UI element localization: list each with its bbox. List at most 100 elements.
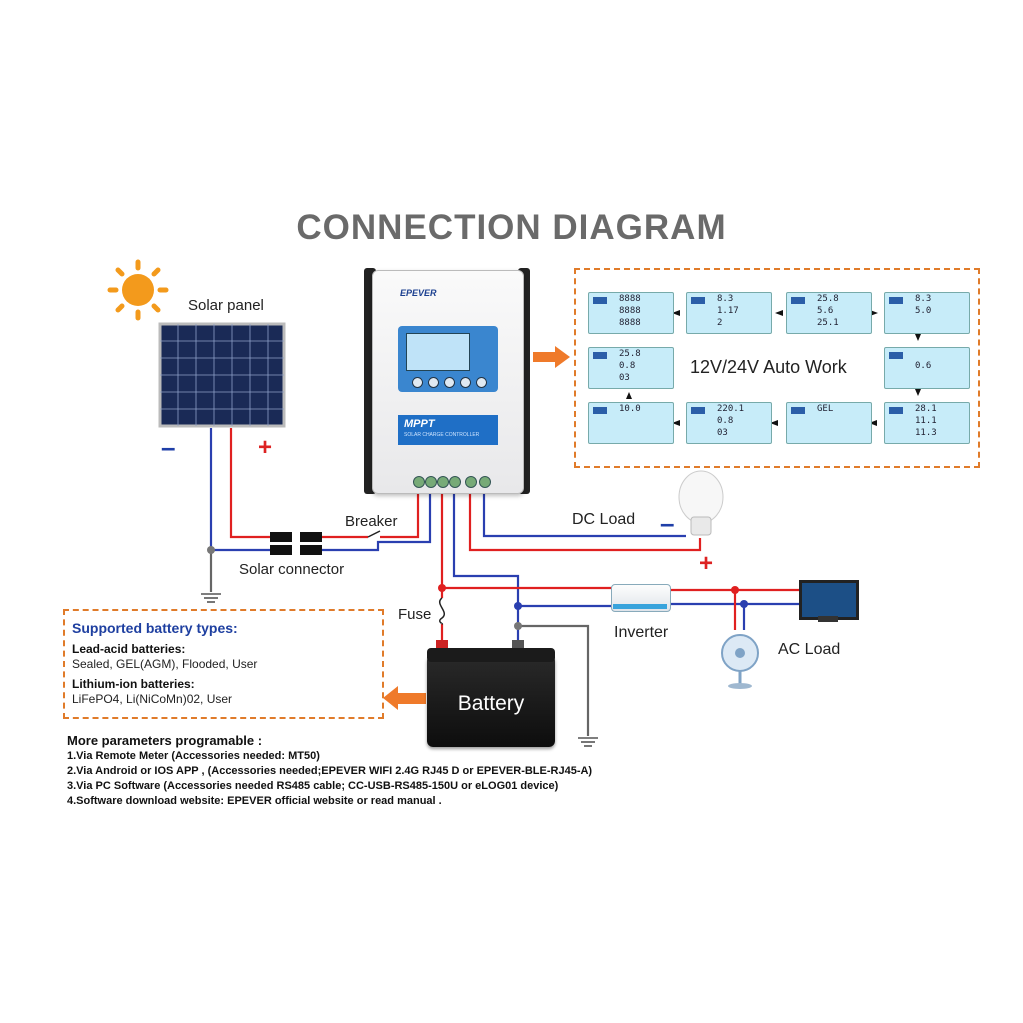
params-item: 2.Via Android or IOS APP , (Accessories … (67, 765, 593, 777)
lcd-status-icon (791, 407, 805, 414)
lcd-readout: 2 (717, 318, 723, 328)
lcd-status-icon (691, 297, 705, 304)
lcd-status-icon (791, 297, 805, 304)
auto-work-label: 12V/24V Auto Work (690, 357, 847, 377)
solar-connector-label: Solar connector (239, 561, 345, 578)
lcd-readout: 8888 (619, 318, 641, 328)
lcd-readout: 25.8 (817, 294, 839, 304)
controller-button (428, 377, 439, 388)
sun-icon (107, 259, 169, 321)
lcd-screen: 28.1 11.1 11.3 (884, 402, 970, 444)
ground-icon (201, 593, 221, 603)
controller-button (460, 377, 471, 388)
lcd-readout: 03 (717, 428, 728, 438)
lcd-readout: 8888 (619, 306, 641, 316)
lcd-readout: 28.1 (915, 404, 937, 414)
battery-types-box (63, 609, 384, 719)
lcd-readout: 25.8 (619, 349, 641, 359)
lcd-screen: 0.6 (884, 347, 970, 389)
lcd-readout: 0.8 (619, 361, 636, 371)
arrow-left-icon (383, 686, 426, 710)
battery-body (427, 655, 555, 747)
solar-connector-icon (270, 532, 322, 555)
solar-minus-sign: – (161, 432, 176, 462)
lcd-readout: 25.1 (817, 318, 839, 328)
lcd-readout: 220.1 (717, 404, 745, 414)
lcd-status-icon (593, 352, 607, 359)
dc-load-minus-sign: – (660, 508, 675, 538)
fan-icon (721, 634, 759, 689)
lcd-screen: 220.1 0.8 03 (686, 402, 772, 444)
ground-icon (578, 737, 598, 747)
controller-button (412, 377, 423, 388)
lithium-list: LiFePO4, Li(NiCoMn)02, User (72, 692, 233, 706)
dc-load-label: DC Load (572, 511, 636, 528)
battery-positive-terminal-icon (436, 640, 448, 650)
dc-load-plus-sign: + (699, 550, 714, 577)
ac-load-label: AC Load (778, 641, 841, 658)
lcd-status-icon (691, 407, 705, 414)
lcd-status-icon (889, 297, 903, 304)
lcd-screen: 8888 8888 8888 (588, 292, 674, 334)
battery-top (427, 648, 555, 662)
controller-brand: EPEVER (400, 288, 437, 298)
diagram-title: CONNECTION DIAGRAM (296, 208, 727, 247)
monitor-stand (818, 616, 838, 622)
solar-plus-sign: + (258, 434, 273, 461)
solar-panel-icon (158, 322, 286, 428)
lcd-readout: 8.3 (915, 294, 932, 304)
lcd-readout: 11.3 (915, 428, 937, 438)
lcd-screen: 25.8 0.8 03 (588, 347, 674, 389)
controller-subtitle: SOLAR CHARGE CONTROLLER (404, 432, 480, 438)
breaker-label: Breaker (345, 513, 398, 530)
lcd-readout: 5.0 (915, 306, 932, 316)
lcd-status-icon (889, 352, 903, 359)
lcd-readout: GEL (817, 404, 834, 414)
lcd-screen: GEL (786, 402, 872, 444)
battery-label: Battery (457, 692, 525, 715)
lcd-readout: 8888 (619, 294, 641, 304)
lcd-readout: 03 (619, 373, 630, 383)
lcd-readout: 5.6 (817, 306, 834, 316)
lcd-status-icon (593, 297, 607, 304)
controller-terminal (437, 476, 449, 488)
lcd-status-icon (593, 407, 607, 414)
lcd-screen: 8.3 1.17 2 (686, 292, 772, 334)
controller-screen (406, 333, 470, 371)
inverter-stripe (613, 604, 667, 609)
params-item: 4.Software download website: EPEVER offi… (67, 795, 442, 807)
arrow-right-icon (533, 346, 570, 368)
params-heading: More parameters programable : (67, 733, 263, 748)
solar-panel-label: Solar panel (188, 297, 264, 314)
lcd-status-icon (889, 407, 903, 414)
lead-acid-heading: Lead-acid batteries: (72, 642, 186, 656)
lead-acid-list: Sealed, GEL(AGM), Flooded, User (72, 657, 258, 671)
monitor-icon (799, 580, 859, 620)
light-bulb-icon (678, 470, 724, 536)
lcd-screen: 25.8 5.6 25.1 (786, 292, 872, 334)
lithium-heading: Lithium-ion batteries: (72, 677, 195, 691)
controller-terminal (465, 476, 477, 488)
lcd-readout: 0.8 (717, 416, 734, 426)
lcd-readout: 1.17 (717, 306, 739, 316)
battery-negative-terminal-icon (512, 640, 524, 650)
controller-terminal (449, 476, 461, 488)
controller-model: MPPT (404, 418, 435, 430)
params-item: 1.Via Remote Meter (Accessories needed: … (67, 750, 320, 762)
controller-mppt-band (398, 415, 498, 445)
controller-terminal (413, 476, 425, 488)
lcd-readout: 11.1 (915, 416, 937, 426)
battery-types-title: Supported battery types: (72, 620, 238, 636)
fuse-icon (439, 597, 445, 625)
lcd-screen: 10.0 (588, 402, 674, 444)
lcd-screens-panel (574, 268, 980, 468)
controller-button (444, 377, 455, 388)
controller-button (476, 377, 487, 388)
lcd-readout: 8.3 (717, 294, 734, 304)
controller-terminal (479, 476, 491, 488)
breaker-icon (367, 530, 381, 538)
controller-terminal (425, 476, 437, 488)
fuse-label: Fuse (398, 606, 432, 623)
